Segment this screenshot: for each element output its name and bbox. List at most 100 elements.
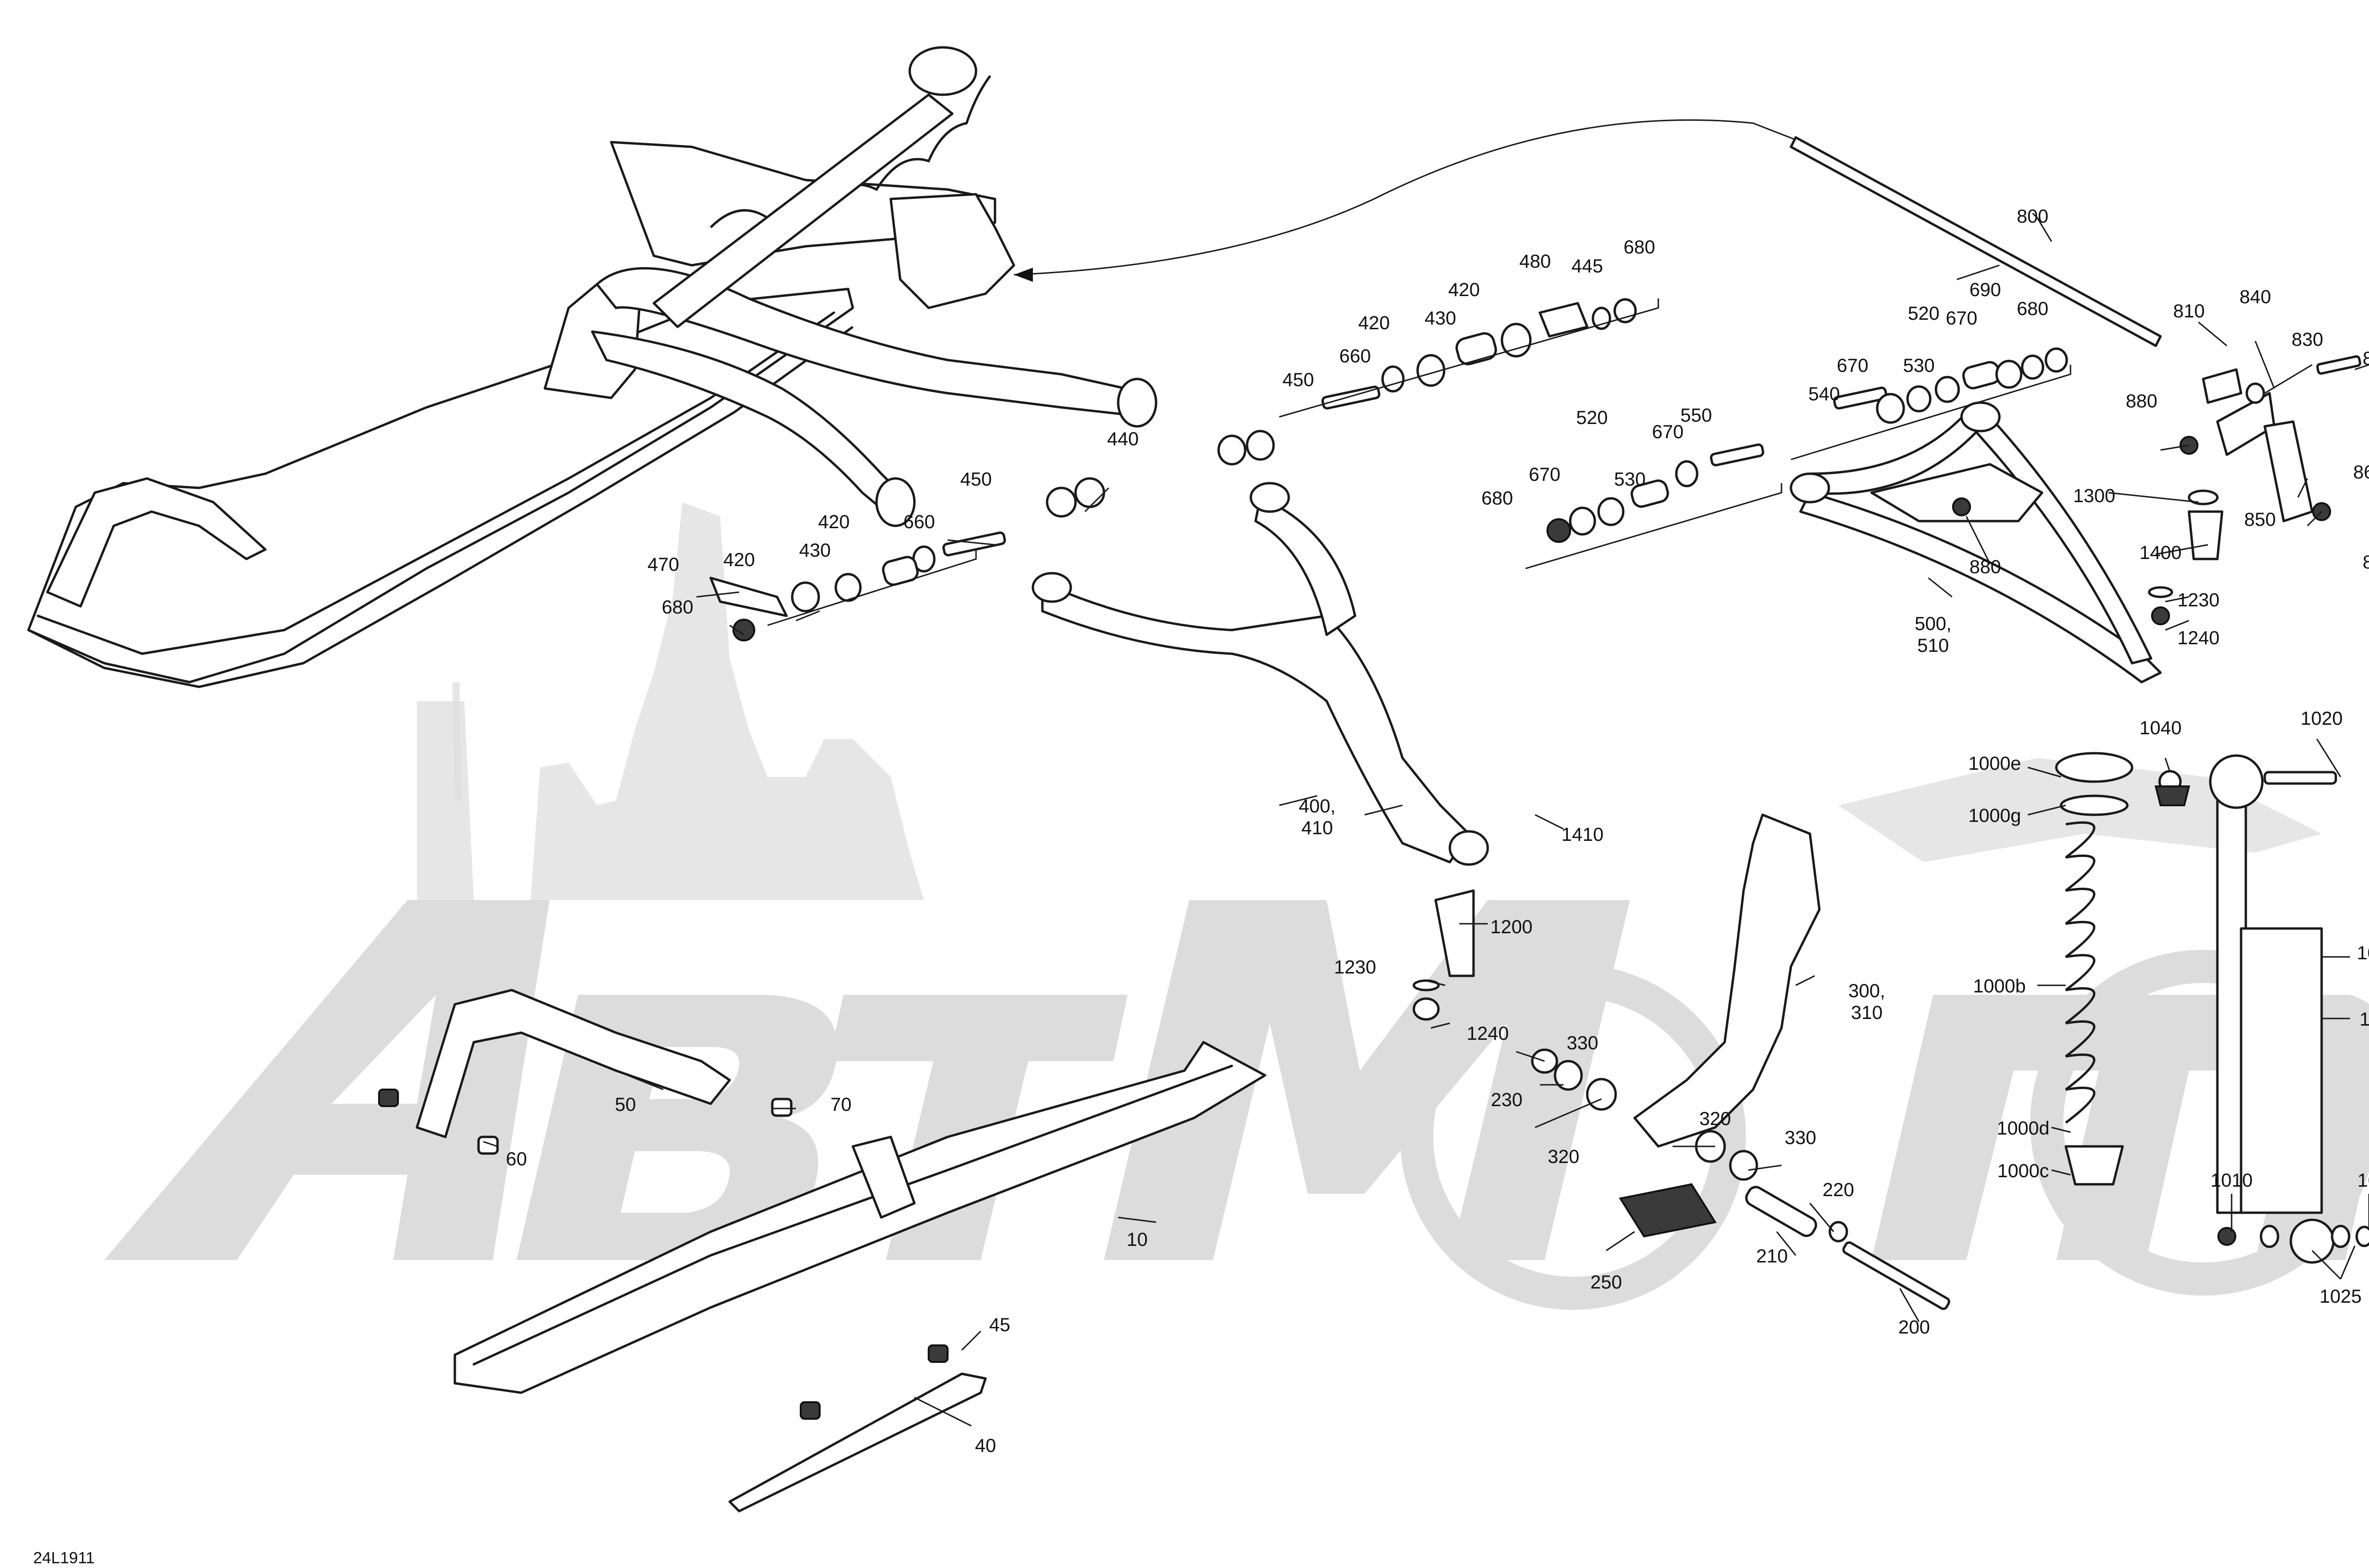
label-420d: 420 xyxy=(818,512,850,532)
upper-a-arm-500 xyxy=(1790,401,2162,684)
label-300: 300,310 xyxy=(1848,981,1885,1023)
label-880a: 880 xyxy=(2126,391,2158,412)
label-1230b: 1230 xyxy=(2178,590,2220,611)
label-420c: 420 xyxy=(723,550,755,570)
label-1000a: 1000a xyxy=(2357,943,2369,964)
shock-1000 xyxy=(2055,752,2335,1264)
label-1000e: 1000e xyxy=(1968,753,2021,774)
label-550: 550 xyxy=(1681,405,1712,426)
watermark-letter-A xyxy=(104,900,550,1260)
sway-bar-arrow xyxy=(1014,268,1033,282)
sway-bar-lead xyxy=(1013,119,1796,276)
label-680c: 680 xyxy=(1482,488,1513,509)
label-320b: 320 xyxy=(1700,1108,1731,1129)
assembled-bushing-a xyxy=(1117,378,1157,428)
label-1000b: 1000b xyxy=(1973,976,2025,997)
label-1000g: 1000g xyxy=(1968,805,2021,826)
small-parts xyxy=(378,298,2369,1420)
ski-10 xyxy=(453,1041,1266,1394)
label-330b: 330 xyxy=(1785,1127,1817,1148)
label-50: 50 xyxy=(615,1094,636,1115)
label-10: 10 xyxy=(1127,1229,1148,1250)
label-880b: 880 xyxy=(1970,557,2001,577)
label-1020: 1020 xyxy=(2301,708,2343,729)
label-1025: 1025 xyxy=(2320,1286,2362,1307)
leader-lines xyxy=(483,212,2369,1427)
label-1040a: 1040 xyxy=(2140,718,2182,739)
label-450b: 450 xyxy=(1283,369,1314,390)
label-1240b: 1240 xyxy=(2178,628,2220,649)
label-870a: 870 xyxy=(2363,348,2369,369)
label-690: 690 xyxy=(1970,279,2001,300)
label-670d: 670 xyxy=(1946,308,1978,329)
assembled-shock-top xyxy=(908,46,977,96)
label-330a: 330 xyxy=(1567,1033,1599,1054)
label-45: 45 xyxy=(989,1315,1011,1335)
label-1410: 1410 xyxy=(1562,824,1604,845)
label-530a: 530 xyxy=(1614,469,1646,490)
label-850: 850 xyxy=(2244,509,2276,530)
label-1040b: 1040 xyxy=(2358,1170,2369,1191)
label-250: 250 xyxy=(1591,1272,1622,1293)
label-430a: 430 xyxy=(799,540,831,561)
label-670b: 670 xyxy=(1652,422,1684,442)
label-450a: 450 xyxy=(960,469,992,490)
label-660a: 660 xyxy=(904,512,935,532)
label-840: 840 xyxy=(2240,287,2271,307)
label-1000f: 1000f xyxy=(2360,1009,2369,1030)
label-670a: 670 xyxy=(1529,464,1561,485)
label-445: 445 xyxy=(1572,256,1603,277)
ski-handle-50 xyxy=(416,989,731,1138)
label-400: 400,410 xyxy=(1299,796,1336,838)
label-670c: 670 xyxy=(1837,355,1869,376)
assembled-bracket xyxy=(889,193,1015,309)
assembled-view xyxy=(27,46,1157,688)
label-810: 810 xyxy=(2173,301,2205,322)
label-1000c: 1000c xyxy=(1998,1161,2049,1181)
label-660b: 660 xyxy=(1339,346,1371,367)
label-680b: 680 xyxy=(1624,237,1655,258)
watermark-castle-silhouette xyxy=(417,502,924,900)
label-440: 440 xyxy=(1107,429,1139,450)
label-860: 860 xyxy=(2353,462,2369,483)
label-70: 70 xyxy=(831,1094,852,1115)
label-530b: 530 xyxy=(1903,355,1935,376)
label-200: 200 xyxy=(1899,1317,1930,1338)
label-320a: 320 xyxy=(1548,1146,1580,1167)
label-220: 220 xyxy=(1823,1180,1854,1200)
label-420b: 420 xyxy=(1448,279,1480,300)
label-1300: 1300 xyxy=(2073,486,2116,506)
label-520a: 520 xyxy=(1576,407,1608,428)
assembled-bushing-b xyxy=(875,477,916,527)
label-520b: 520 xyxy=(1908,303,1940,324)
label-870b: 870 xyxy=(2363,552,2369,573)
label-1000d: 1000d xyxy=(1997,1118,2049,1139)
label-40: 40 xyxy=(975,1435,996,1456)
label-470: 470 xyxy=(648,554,679,575)
lower-a-arm-400 xyxy=(1031,482,1489,866)
assembled-ski-runner xyxy=(27,325,854,688)
assembled-ski-handle xyxy=(46,477,267,608)
label-1400: 1400 xyxy=(2140,542,2182,563)
label-230: 230 xyxy=(1491,1090,1523,1110)
watermark-wheel xyxy=(1400,950,2369,1310)
runner-40 xyxy=(728,1372,987,1513)
label-830: 830 xyxy=(2292,329,2324,350)
label-800: 800 xyxy=(2017,206,2049,227)
callout-labels: 800 810 840 830 870 880 860 1300 850 870… xyxy=(33,206,2369,1567)
label-420a: 420 xyxy=(1358,313,1390,333)
label-480: 480 xyxy=(1519,251,1551,272)
label-540: 540 xyxy=(1808,384,1840,405)
diagram-code: 24L1911 xyxy=(33,1549,95,1567)
label-210: 210 xyxy=(1756,1246,1788,1267)
label-680a: 680 xyxy=(662,597,694,618)
label-1200: 1200 xyxy=(1491,917,1533,937)
watermark-flag xyxy=(452,682,462,801)
label-430b: 430 xyxy=(1425,308,1456,329)
group-brackets xyxy=(767,298,2071,626)
label-1230a: 1230 xyxy=(1334,957,1376,978)
label-1240a: 1240 xyxy=(1467,1023,1509,1044)
label-1010: 1010 xyxy=(2211,1170,2253,1191)
